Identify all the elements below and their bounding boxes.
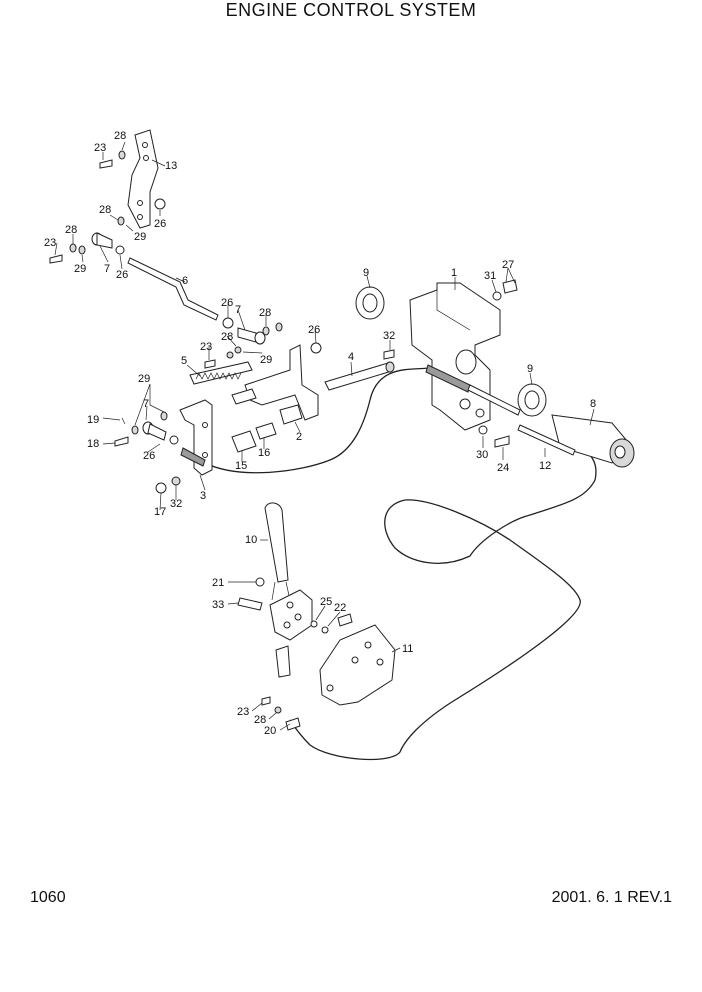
callout-26: 26 [221,297,233,309]
page-title: ENGINE CONTROL SYSTEM [225,0,477,20]
plate-11 [319,624,396,706]
plate-assembly [237,577,353,678]
callout-23: 23 [200,341,212,353]
bracket-13 [127,129,159,229]
callout-28: 28 [99,204,111,216]
callout-32: 32 [383,330,395,342]
callout-31: 31 [484,270,496,282]
leader-lines [54,141,595,731]
callout-23: 23 [237,706,249,718]
callout-28: 28 [221,331,233,343]
cable-end-bottom [261,696,301,731]
callout-28: 28 [65,224,77,236]
callout-10: 10 [245,534,257,546]
callout-30: 30 [476,449,488,461]
callout-19: 19 [87,414,99,426]
callout-29: 29 [138,373,150,385]
rod-end-left [114,411,181,494]
callout-26: 26 [116,269,128,281]
callout-2: 2 [296,431,302,443]
callout-26: 26 [143,450,155,462]
lever-10 [264,502,291,601]
bracket-3 [179,399,213,476]
callout-6: 6 [182,275,188,287]
knob-8 [551,414,635,468]
callout-16: 16 [258,447,270,459]
callout-9: 9 [527,363,533,375]
callout-32: 32 [170,498,182,510]
callout-5: 5 [181,355,187,367]
revision-date: 2001. 6. 1 REV.1 [551,889,672,906]
callout-27: 27 [502,259,514,271]
small-hardware-top [99,150,166,226]
callout-8: 8 [590,398,596,410]
callout-11: 11 [402,643,413,655]
spring-5 [189,361,253,385]
bracket-1 [409,279,518,448]
page-number: 1060 [30,889,66,906]
callout-3: 3 [200,490,206,502]
callout-26: 26 [308,324,320,336]
nuts-9 [355,286,547,417]
callout-numbers: 28 23 13 28 26 29 28 23 29 7 26 6 26 7 2… [44,130,596,737]
callout-21: 21 [212,577,224,589]
cable-end [425,364,521,416]
callout-7: 7 [235,304,241,316]
callout-9: 9 [363,267,369,279]
callout-4: 4 [348,351,354,363]
control-cable [204,367,597,761]
shaft-4 [324,349,395,391]
callout-28: 28 [114,130,126,142]
callout-26: 26 [154,218,166,230]
callout-1: 1 [451,267,457,279]
callout-25: 25 [320,596,332,608]
callout-33: 33 [212,599,224,611]
callout-29: 29 [74,263,86,275]
callout-15: 15 [235,460,247,472]
callout-28: 28 [259,307,271,319]
callout-13: 13 [165,160,177,172]
callout-17: 17 [154,506,166,518]
rod-6 [49,232,219,321]
rod-end-middle [204,317,322,369]
lever-2 [231,344,319,425]
callout-29: 29 [134,231,146,243]
callout-20: 20 [264,725,276,737]
bushings-15-16 [231,422,277,453]
callout-23: 23 [44,237,56,249]
callout-23: 23 [94,142,106,154]
callout-12: 12 [539,460,551,472]
callout-18: 18 [87,438,99,450]
callout-28: 28 [254,714,266,726]
cable-12 [517,424,576,456]
callout-7: 7 [143,398,149,410]
callout-29: 29 [260,354,272,366]
callout-7: 7 [104,263,110,275]
callout-22: 22 [334,602,346,614]
callout-24: 24 [497,462,509,474]
